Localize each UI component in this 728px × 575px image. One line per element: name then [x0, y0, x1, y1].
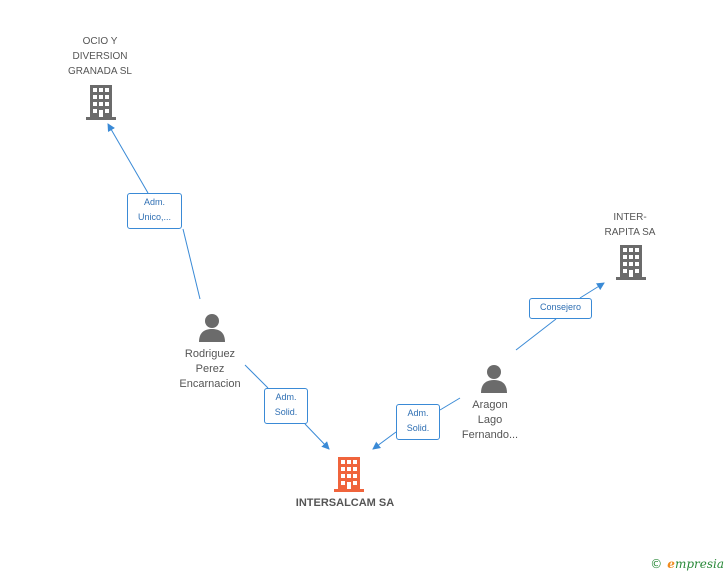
- node-label-aragon-line: Aragon: [472, 399, 508, 411]
- edge-aragon-inter-rapita: [579, 282, 605, 299]
- node-label-ocio[interactable]: OCIO Y DIVERSION GRANADA SL: [40, 34, 160, 79]
- edge-label-consejero[interactable]: Consejero: [529, 298, 592, 319]
- edge-label-adm-solid-left[interactable]: Adm. Solid.: [264, 388, 308, 424]
- copyright-icon: ©: [650, 557, 663, 571]
- edge-rodriguez-intersalcam: [304, 423, 330, 450]
- node-label-intersalcam-line: INTERSALCAM SA: [295, 497, 395, 509]
- edge-aragon-intersalcam: [439, 397, 461, 411]
- edge-label-line: Adm.: [407, 408, 429, 418]
- node-label-aragon-line: Lago: [477, 414, 503, 426]
- node-label-ocio-line: DIVERSION: [72, 51, 128, 62]
- edge-label-adm-solid-right[interactable]: Adm. Solid.: [396, 404, 440, 440]
- node-label-ocio-line: OCIO Y: [82, 36, 118, 47]
- node-label-rodriguez-line: Encarnacion: [179, 378, 241, 390]
- person-icon[interactable]: [479, 364, 509, 394]
- node-label-inter-rapita-line: RAPITA SA: [604, 227, 656, 238]
- node-label-inter-rapita-line: INTER-: [613, 212, 647, 223]
- edge-label-line: Unico,...: [137, 212, 171, 222]
- brand-logo-e: e: [667, 557, 675, 571]
- edge-label-line: Solid.: [406, 423, 430, 433]
- edge-aragon-intersalcam: [372, 431, 397, 450]
- node-label-aragon[interactable]: Aragon Lago Fernando...: [440, 398, 540, 443]
- edge-label-adm-unico[interactable]: Adm. Unico,...: [127, 193, 182, 229]
- node-label-rodriguez-line: Perez: [195, 363, 225, 375]
- node-label-rodriguez-line: Rodriguez: [184, 348, 236, 360]
- node-label-rodriguez[interactable]: Rodriguez Perez Encarnacion: [160, 347, 260, 392]
- node-label-ocio-line: GRANADA SL: [68, 66, 132, 77]
- brand-logo-text: mpresia: [674, 557, 724, 571]
- person-icon[interactable]: [197, 313, 227, 343]
- building-icon[interactable]: [84, 84, 118, 120]
- edge-label-line: Adm.: [275, 392, 297, 402]
- edge-aragon-inter-rapita: [515, 318, 557, 351]
- building-icon[interactable]: [332, 456, 366, 492]
- node-label-aragon-line: Fernando...: [461, 429, 519, 441]
- edge-rodriguez-ocio: [182, 228, 201, 300]
- edge-label-line: Adm.: [143, 197, 165, 207]
- node-label-inter-rapita[interactable]: INTER- RAPITA SA: [580, 210, 680, 240]
- edge-rodriguez-intersalcam: [244, 364, 269, 389]
- edge-label-line: Consejero: [539, 302, 582, 312]
- edge-rodriguez-ocio: [107, 123, 149, 194]
- building-icon[interactable]: [614, 244, 648, 280]
- edge-label-line: Solid.: [274, 407, 298, 417]
- node-label-intersalcam[interactable]: INTERSALCAM SA: [270, 496, 420, 511]
